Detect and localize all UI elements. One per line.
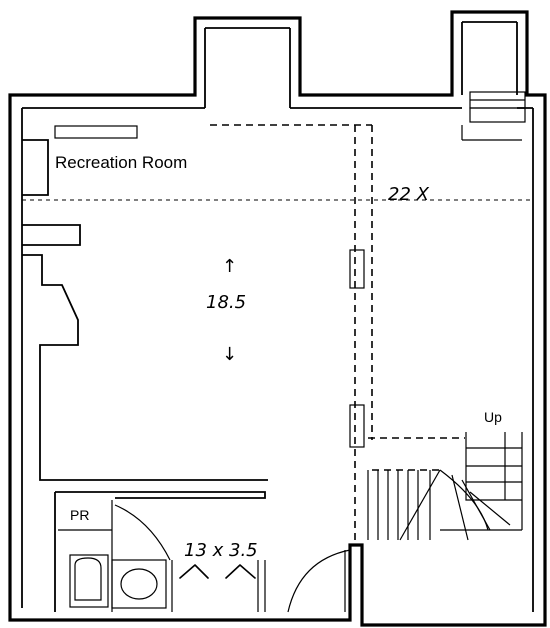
stairs-up-label: Up	[484, 409, 502, 425]
length-arrow-up: ↑	[222, 256, 237, 277]
exterior-walls	[8, 10, 547, 627]
window-bay	[461, 91, 526, 141]
window-top-left	[54, 125, 138, 139]
powder-room-dims-label: 13 x 3.5	[184, 540, 258, 561]
entry-door	[287, 549, 351, 613]
stairs	[367, 432, 523, 541]
recreation-width-label: 22 X	[388, 184, 430, 205]
powder-room	[54, 491, 266, 612]
recreation-length-label: 18.5	[206, 292, 246, 313]
powder-room-label: PR	[70, 507, 89, 523]
left-alcoves	[22, 139, 530, 481]
length-arrow-down: ↓	[222, 344, 237, 365]
room-dividers	[210, 124, 465, 540]
recreation-room-label: Recreation Room	[55, 153, 187, 172]
